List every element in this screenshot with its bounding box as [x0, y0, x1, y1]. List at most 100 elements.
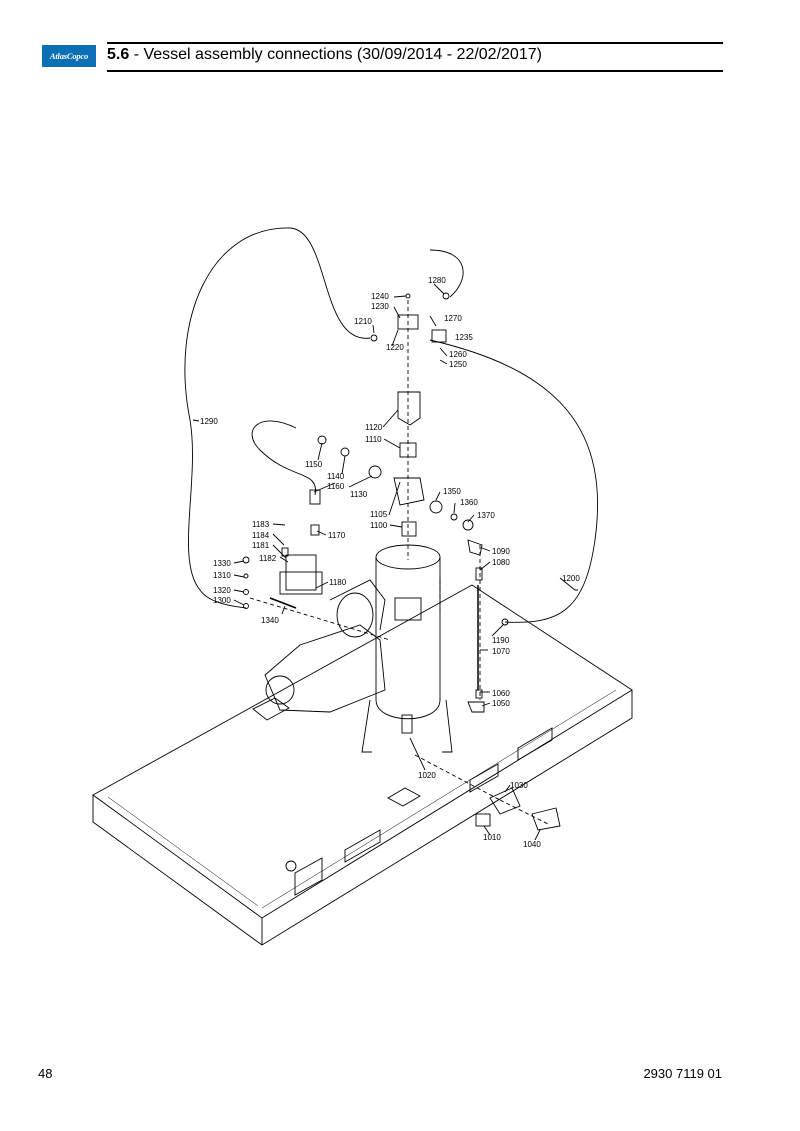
hose-1150	[251, 420, 316, 496]
callout-1260: 1260	[449, 350, 467, 359]
fitting-1170	[310, 524, 320, 536]
fitting-1010	[475, 813, 491, 827]
tee-1105	[393, 477, 425, 506]
tee-1120	[397, 391, 421, 426]
callout-1310: 1310	[213, 571, 231, 580]
callout-1020: 1020	[418, 771, 436, 780]
callout-1100: 1100	[370, 521, 388, 530]
pipe-1340	[269, 597, 297, 609]
callout-1080: 1080	[492, 558, 510, 567]
callout-1370: 1370	[477, 511, 495, 520]
callout-1183: 1183	[252, 520, 270, 529]
callout-1180: 1180	[329, 578, 347, 587]
callout-1170: 1170	[328, 531, 346, 540]
callout-1130: 1130	[350, 490, 368, 499]
frame-slot	[387, 787, 421, 807]
frame-slot	[294, 857, 323, 896]
callout-1184: 1184	[252, 531, 270, 540]
fitting-1160	[309, 489, 321, 505]
callout-1350: 1350	[443, 487, 461, 496]
valve-1182	[285, 554, 317, 591]
atlas-copco-logo: AtlasCopco	[42, 45, 96, 67]
fitting-1184	[281, 547, 289, 557]
fitting-1140	[340, 447, 350, 457]
callout-1010: 1010	[483, 833, 501, 842]
fitting-1240	[405, 293, 411, 299]
callout-1090: 1090	[492, 547, 510, 556]
callout-1360: 1360	[460, 498, 478, 507]
callout-1340: 1340	[261, 616, 279, 625]
fitting-1110	[399, 442, 417, 458]
callout-1040: 1040	[523, 840, 541, 849]
callout-1120: 1120	[365, 423, 383, 432]
fitting-1190	[501, 618, 509, 626]
compressor-element	[264, 624, 386, 713]
element-port	[265, 675, 295, 705]
callout-1270: 1270	[444, 314, 462, 323]
callout-1300: 1300	[213, 596, 231, 605]
valve-body-1181	[279, 571, 323, 595]
fitting-1350	[429, 500, 443, 514]
document-number: 2930 7119 01	[643, 1066, 722, 1081]
section-title: - Vessel assembly connections (30/09/201…	[129, 46, 542, 63]
vessel-body	[375, 557, 441, 700]
motor-flange	[336, 592, 374, 638]
fitting-1330	[242, 556, 250, 564]
fitting-1310	[243, 573, 249, 579]
callout-1330: 1330	[213, 559, 231, 568]
vessel-legs	[361, 699, 453, 753]
callout-1280: 1280	[428, 276, 446, 285]
frame-slot	[469, 763, 499, 793]
callout-1200: 1200	[562, 574, 580, 583]
callout-1140: 1140	[327, 472, 345, 481]
callout-1050: 1050	[492, 699, 510, 708]
fitting-1360	[450, 513, 458, 521]
callout-1190: 1190	[492, 636, 510, 645]
logo-text: AtlasCopco	[49, 51, 89, 61]
fitting-1370	[462, 519, 474, 531]
callout-1181: 1181	[252, 541, 270, 550]
fitting-1100	[401, 521, 417, 537]
callout-1210: 1210	[354, 317, 372, 326]
callout-1220: 1220	[386, 343, 404, 352]
fitting-1060	[475, 689, 483, 699]
elbow-1090	[467, 539, 483, 556]
fitting-1300	[243, 603, 249, 609]
callout-1182: 1182	[259, 554, 277, 563]
callout-1160: 1160	[327, 482, 345, 491]
valve-1040	[531, 807, 561, 831]
fitting-1030	[489, 787, 521, 815]
callout-1290: 1290	[200, 417, 218, 426]
page-number: 48	[38, 1066, 53, 1081]
callout-1230: 1230	[371, 302, 389, 311]
callout-1320: 1320	[213, 586, 231, 595]
callout-1250: 1250	[449, 360, 467, 369]
hose-1200	[429, 249, 599, 623]
callout-1060: 1060	[492, 689, 510, 698]
vessel-bottom	[375, 699, 441, 720]
section-number: 5.6	[107, 46, 130, 63]
elbow-1050	[467, 701, 485, 713]
callout-1070: 1070	[492, 647, 510, 656]
vessel-nameplate	[394, 597, 422, 621]
callout-1105: 1105	[370, 510, 388, 519]
header-bottom-rule	[107, 70, 723, 72]
callout-labels: 1280 1240 1230 1270 1210 1235 1220 1260 …	[200, 276, 580, 849]
callout-1110: 1110	[365, 435, 382, 444]
fitting-1280	[442, 292, 450, 300]
fitting-1020	[401, 714, 413, 734]
frame-slot	[517, 727, 553, 761]
callout-1235: 1235	[455, 333, 473, 342]
fitting-1080	[475, 567, 483, 581]
callout-1030: 1030	[510, 781, 528, 790]
callout-1150: 1150	[305, 460, 323, 469]
bracket-1235	[431, 329, 447, 343]
frame-slot	[344, 829, 381, 863]
page-title: 5.6 - Vessel assembly connections (30/09…	[107, 46, 542, 64]
hose-1290	[184, 227, 371, 609]
fitting-1210	[370, 334, 378, 342]
callout-1240: 1240	[371, 292, 389, 301]
header-top-rule	[107, 42, 723, 44]
fitting-1130	[368, 465, 382, 479]
